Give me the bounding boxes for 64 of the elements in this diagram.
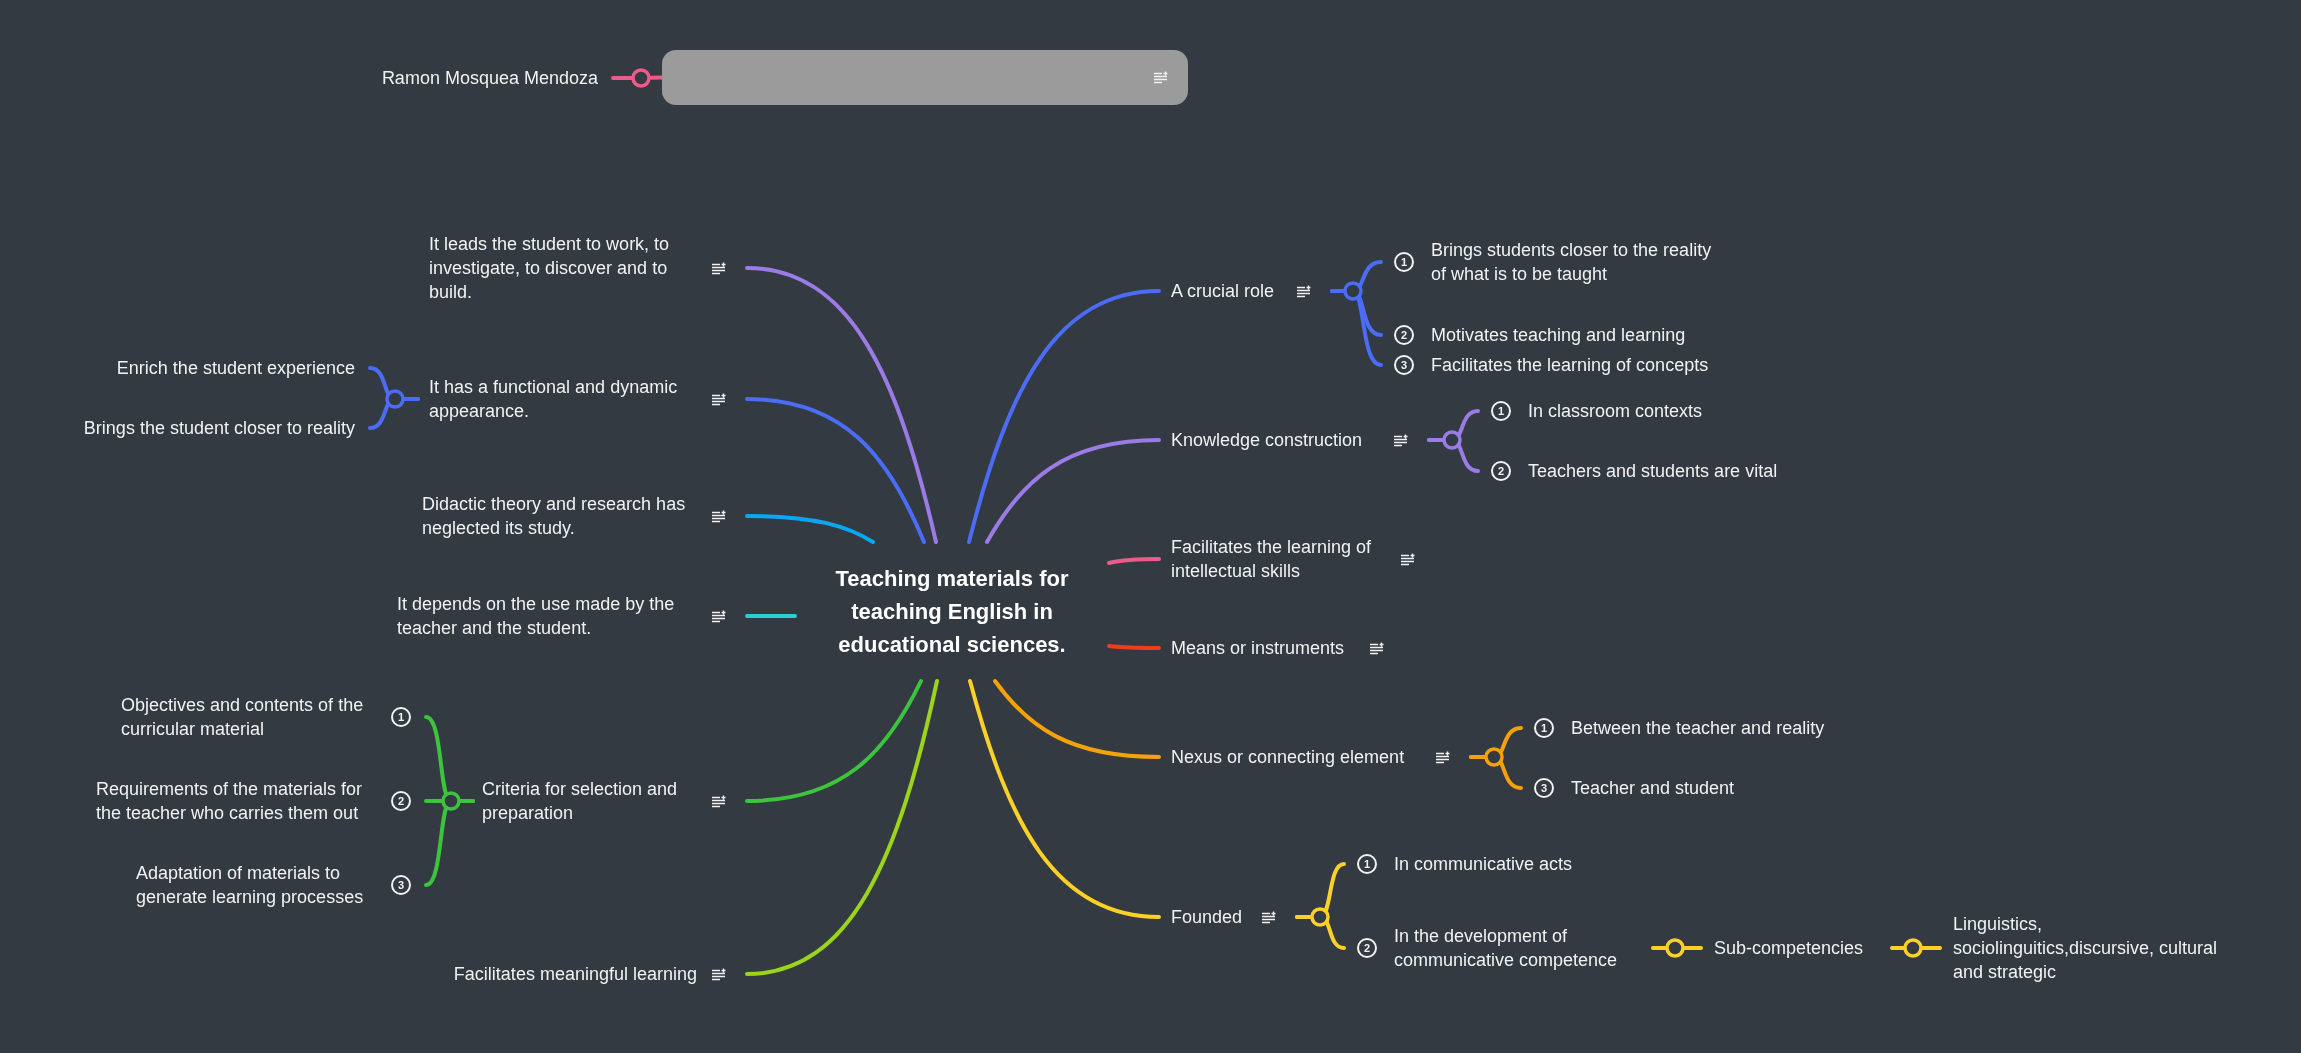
branch-line [1330,289,1383,367]
topic-text: In the development of communicative competence [1394,925,1619,972]
number-badge: 2 [1394,325,1414,345]
branch-line [745,397,926,544]
topic-text: Motivates teaching and learning [1431,324,1686,347]
topic-text: Requirements of the materials for the teacher who carries them out [96,778,364,825]
number-badge: 1 [1534,718,1554,738]
branch-line [1295,915,1346,950]
branch-line [1890,946,1942,950]
number-badge: 3 [1534,778,1554,798]
topic-text: It has a functional and dynamic appearance. [429,376,679,423]
topic-text: A crucial role [1171,280,1275,303]
topic-text: Objectives and contents of the curricular material [121,694,365,741]
number-badge: 3 [391,875,411,895]
number-badge: 1 [1491,401,1511,421]
branch-line [745,614,797,618]
topic-text: Brings the student closer to reality [83,417,355,440]
topic-text: Teacher and student [1571,777,1735,800]
topic-text: Criteria for selection and preparation [482,778,679,825]
branch-line [611,75,664,80]
branch-line [967,289,1161,544]
number-badge: 2 [391,791,411,811]
number-badge: 1 [1357,854,1377,874]
branch-line [985,438,1161,544]
topic-text: Founded [1171,906,1243,929]
branch-line [368,397,420,430]
branch-line [745,679,923,803]
branch-line [1651,946,1703,950]
topic-text: Didactic theory and research has neglected its study. [422,493,687,540]
number-badge: 3 [1394,355,1414,375]
topic-text: In classroom contexts [1528,400,1703,423]
topic-text: It depends on the use made by the teacher and the student. [397,593,676,640]
branch-line [1107,644,1161,650]
branch-line [968,679,1161,919]
branch-line [1427,438,1480,473]
branch-line [1107,557,1161,565]
number-badge: 1 [1394,252,1414,272]
topic-text: Sub-competencies [1714,937,1864,960]
topic-text: In communicative acts [1394,853,1573,876]
topic-text: Between the teacher and reality [1571,717,1825,740]
topic-text: Teachers and students are vital [1528,460,1778,483]
topic-text: Knowledge construction [1171,429,1363,452]
topic-text: Means or instruments [1171,637,1345,660]
topic-text: Nexus or connecting element [1171,746,1405,769]
topic-text: Facilitates the learning of concepts [1431,354,1709,377]
topic-text: Adaptation of materials to generate learning processes [136,862,365,909]
topic-box [662,50,1188,105]
branch-line [424,799,475,887]
topic-text: Enrich the student experience [116,357,355,380]
topic-text: Facilitates the learning of intellectual skills [1171,536,1373,583]
branch-line [745,679,939,976]
branch-line [993,679,1161,759]
topic-text: Facilitates meaningful learning [453,963,697,986]
central-topic: Teaching materials for teaching English in educational sciences. [834,565,1070,659]
branch-line [1469,755,1523,790]
branch-line [745,266,938,544]
branch-line [745,514,875,544]
topic-text: Ramon Mosquea Mendoza [381,67,598,90]
number-badge: 2 [1491,461,1511,481]
number-badge: 1 [391,707,411,727]
topic-text: Linguistics, sociolinguitics,discursive, cultural and strategic [1953,913,2219,984]
topic-text: Brings students closer to the reality of what is to be taught [1431,239,1713,286]
topic-text: It leads the student to work, to investigate, to discover and to build. [429,233,671,304]
number-badge: 2 [1357,938,1377,958]
